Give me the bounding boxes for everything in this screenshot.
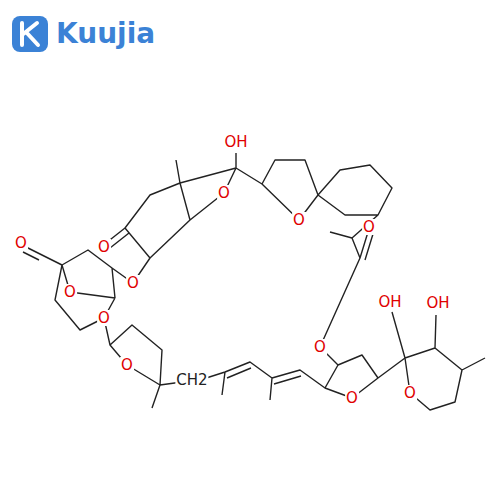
atom-label: O bbox=[313, 339, 327, 355]
atom-label: O bbox=[120, 357, 134, 373]
atom-label: O bbox=[14, 235, 28, 251]
atom-label: OH bbox=[223, 134, 248, 150]
atom-label: OH bbox=[425, 295, 450, 311]
atom-label: OH bbox=[377, 294, 402, 310]
atom-label: O bbox=[126, 275, 140, 291]
logo-icon bbox=[12, 16, 48, 52]
atom-label: O bbox=[217, 185, 231, 201]
atom-label: O bbox=[292, 212, 306, 228]
bond-lines bbox=[23, 153, 485, 410]
atom-label: O bbox=[97, 239, 111, 255]
atom-label: O bbox=[63, 284, 77, 300]
atom-label: O bbox=[345, 390, 359, 406]
logo-text: Kuujia bbox=[56, 18, 155, 50]
atom-label: O bbox=[97, 310, 111, 326]
atom-label: O bbox=[362, 219, 376, 235]
atom-label: CH2 bbox=[175, 372, 208, 388]
atom-label: O bbox=[403, 385, 417, 401]
